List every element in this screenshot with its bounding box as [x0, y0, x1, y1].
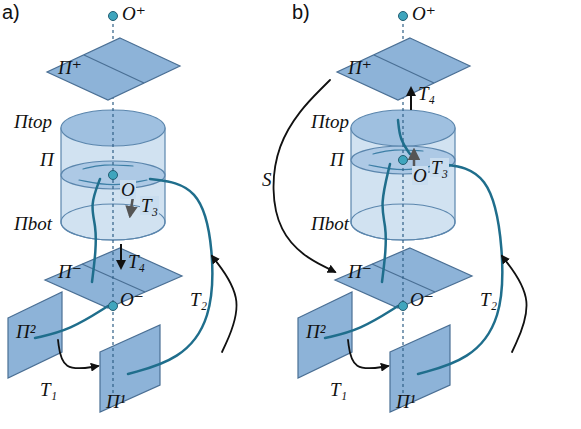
section-disk: [61, 161, 165, 189]
symbol-label: O⁺: [122, 4, 146, 23]
symbol-label: O⁻: [120, 290, 144, 309]
symbol-label: O: [412, 166, 428, 185]
symbol-label: O⁻: [410, 290, 434, 309]
symbol-label: Π¹: [396, 392, 415, 411]
symbol-label: T₄: [128, 252, 145, 271]
symbol-label: Π: [40, 150, 54, 169]
plane-pi-2: [298, 292, 352, 378]
plane-pi-plus: [337, 38, 470, 100]
symbol-label: Π²: [306, 322, 325, 341]
symbol-label: Π⁺: [348, 58, 372, 77]
symbol-label: T₄: [418, 84, 435, 103]
point-o-plus: [399, 12, 408, 21]
symbol-label: T₁: [330, 380, 347, 399]
trajectory: [398, 120, 410, 154]
arrow-t2: [212, 256, 237, 352]
symbol-label: T₂: [190, 290, 207, 309]
symbol-label: Π¹: [106, 392, 125, 411]
panel-label: b): [292, 2, 310, 22]
arrow-t1: [348, 340, 388, 368]
symbol-label: Πbot: [14, 214, 52, 233]
point-o-minus: [399, 302, 408, 311]
symbol-label: Π⁻: [348, 262, 372, 281]
arrow-t1: [58, 340, 98, 368]
plane-divider: [374, 55, 434, 83]
symbol-label: O⁺: [412, 4, 436, 23]
symbol-label: T₁: [40, 380, 57, 399]
trajectory: [35, 306, 108, 338]
panel-label: a): [2, 2, 20, 22]
arrow-s: [274, 80, 335, 272]
plane-pi-plus: [47, 38, 180, 100]
symbol-label: Π²: [16, 322, 35, 341]
symbol-label: T₂: [480, 290, 497, 309]
arrow-t4: [410, 88, 412, 110]
trajectory: [418, 164, 502, 374]
symbol-label: Πtop: [311, 112, 349, 131]
arrow-t2: [502, 256, 527, 352]
point-o-plus: [109, 12, 118, 21]
symbol-label: Π⁻: [58, 262, 82, 281]
symbol-label: T₃: [140, 196, 159, 215]
plane-divider: [84, 55, 144, 83]
symbol-label: T₃: [430, 158, 449, 177]
plane-pi-2: [8, 292, 62, 378]
symbol-label: S: [262, 170, 272, 189]
symbol-label: Πtop: [14, 112, 52, 131]
symbol-label: O: [120, 180, 136, 199]
trajectory: [128, 179, 212, 374]
panel: [274, 12, 527, 413]
point-o: [109, 171, 118, 180]
symbol-label: Π: [330, 150, 344, 169]
trajectory: [325, 306, 398, 338]
point-o-minus: [109, 302, 118, 311]
symbol-label: Πbot: [311, 214, 349, 233]
trajectory: [92, 179, 100, 282]
point-o: [399, 156, 408, 165]
symbol-label: Π⁺: [58, 58, 82, 77]
rotation-arc: [83, 165, 133, 169]
trajectory: [382, 164, 390, 282]
panel: [8, 12, 237, 413]
arrow-t4: [120, 244, 122, 268]
rotation-arc: [373, 150, 423, 154]
